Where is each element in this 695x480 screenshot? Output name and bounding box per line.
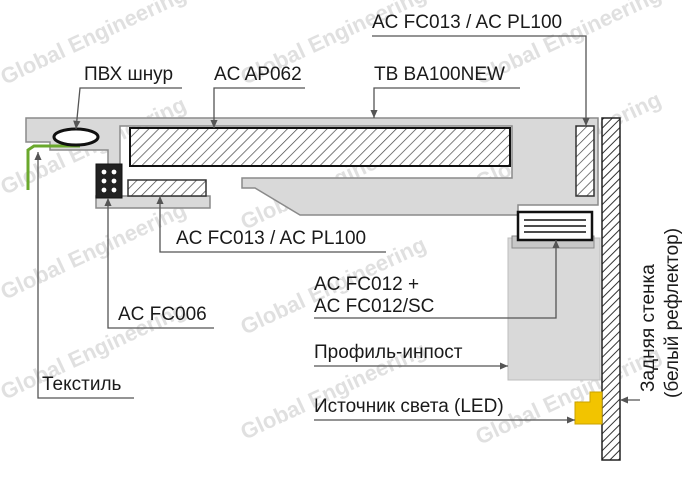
label-back-wall-line2: (белый рефлектор) [662,228,683,398]
leader-ac-fc006 [104,198,214,329]
leader-textile [34,152,134,399]
label-light-source: Источник света (LED) [314,396,504,417]
insert-ac-ap062 [129,127,511,167]
label-tb-ba100new: TB BA100NEW [374,64,505,85]
insert-ac-fc013-mid [127,179,207,197]
pvc-cord [52,127,100,147]
label-textile: Текстиль [42,374,122,395]
leader-lines [34,35,640,424]
back-wall [601,117,621,461]
leader-pvc-cord [73,87,182,130]
leader-ac-fc012 [314,240,560,319]
leader-ac-fc013-mid [156,196,386,253]
leader-ac-fc013-top [372,35,590,126]
main-profile [25,117,599,216]
watermark: Global Engineering [0,197,190,305]
label-ac-fc012-line2: AC FC012/SC [314,296,434,317]
textile-line [26,144,80,190]
label-ac-fc012-line1: AC FC012 + [314,274,419,295]
label-ac-fc013-mid: AC FC013 / AC PL100 [176,228,366,249]
label-back-wall-line1: Задняя стенка [638,264,659,392]
leader-tb-ba100new [370,87,520,118]
leader-ac-ap062 [210,87,305,128]
label-ac-ap062: AC AP062 [214,64,302,85]
insert-ac-fc006 [95,163,123,199]
insert-ac-fc013-top [575,125,595,197]
impost-profile [507,237,601,381]
label-profile-impost: Профиль-инпост [314,342,463,363]
label-ac-fc013-top: AC FC013 / AC PL100 [372,12,562,33]
led-light-source [574,391,603,425]
label-ac-fc006: AC FC006 [118,304,207,325]
label-pvc-cord: ПВХ шнур [84,64,173,85]
